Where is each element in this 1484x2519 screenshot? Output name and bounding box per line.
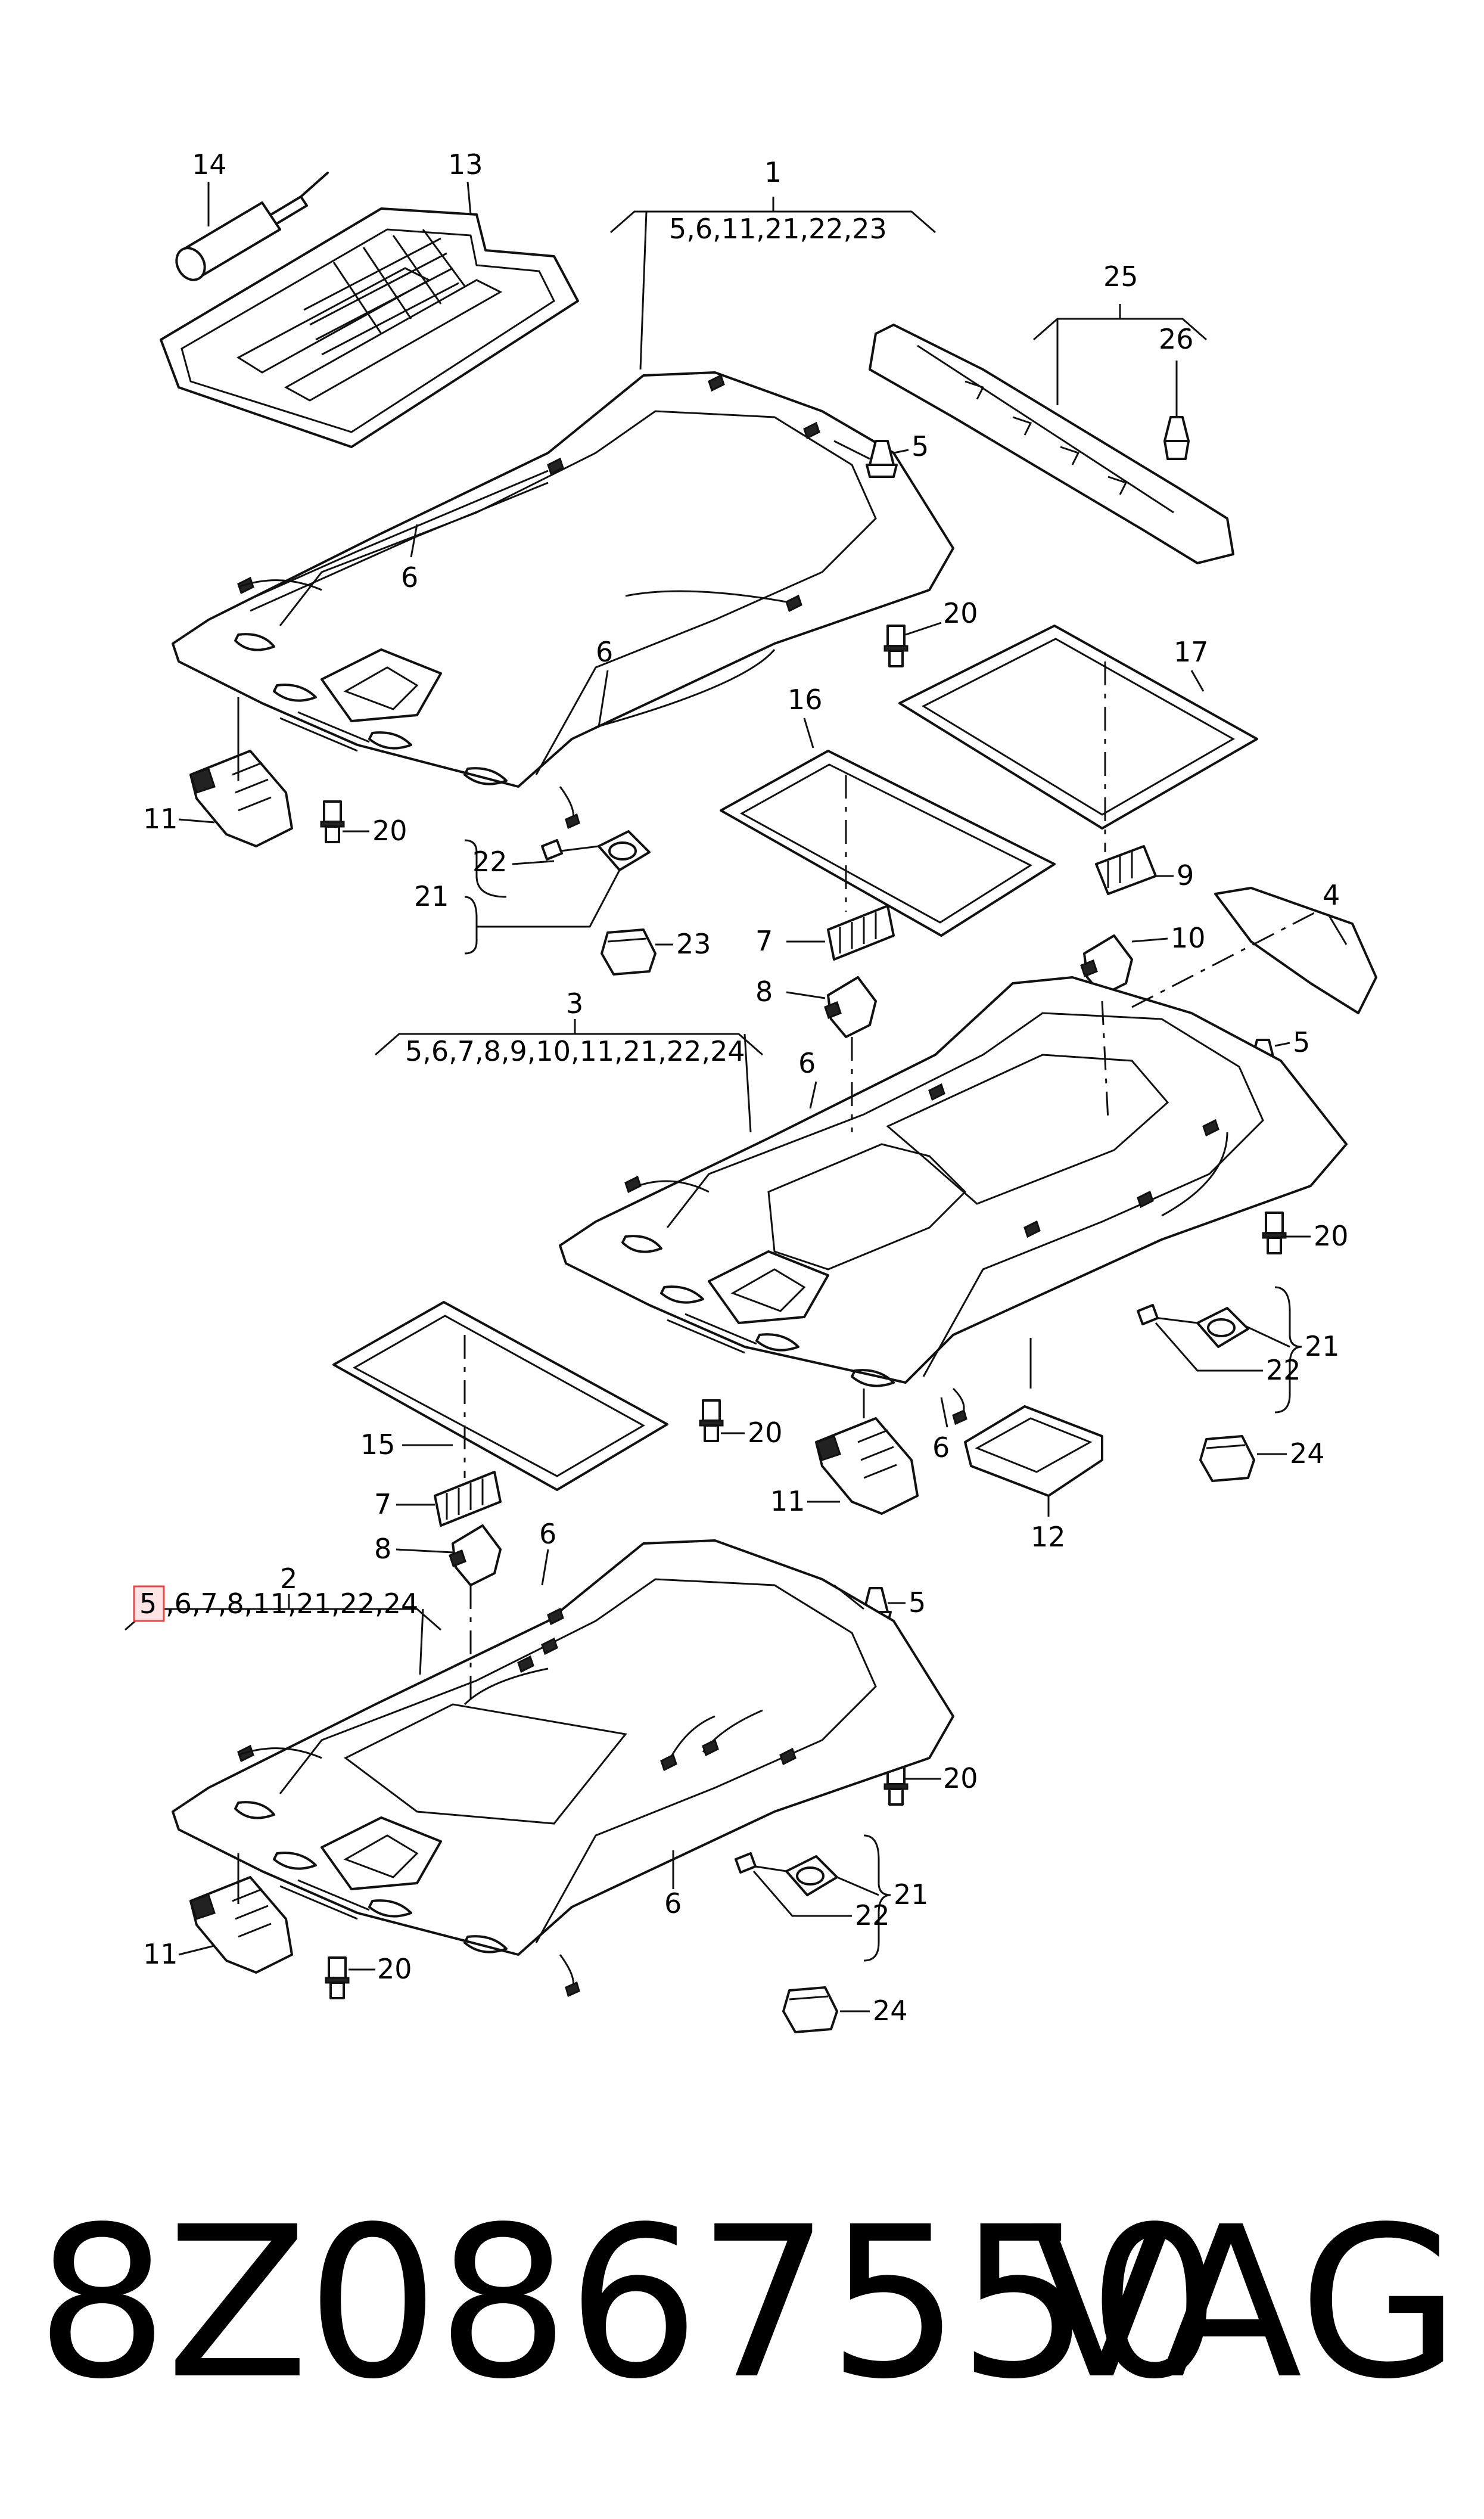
callout-22-bottom: 22 bbox=[855, 1899, 890, 1931]
callout-21-mid: 21 bbox=[1305, 1330, 1340, 1362]
callout-20-mid-b: 20 bbox=[748, 1417, 783, 1449]
callout-2-list-rest: ,6,7,8,11,21,22,24 bbox=[166, 1588, 418, 1620]
callout-20-bottom-b: 20 bbox=[377, 1953, 412, 1985]
part-4-panel bbox=[1214, 887, 1377, 1014]
part-21-22-wiring bbox=[541, 830, 1249, 1896]
callout-11-bottom: 11 bbox=[143, 1938, 178, 1970]
callout-5-bottom: 5 bbox=[909, 1586, 926, 1619]
part-20-screws bbox=[320, 625, 1287, 1999]
callout-14: 14 bbox=[192, 148, 227, 181]
callout-6-top-b: 6 bbox=[596, 636, 613, 668]
callout-13: 13 bbox=[448, 148, 483, 181]
callout-6-bottom-b: 6 bbox=[664, 1887, 682, 1919]
part-number: 8Z0867550 bbox=[36, 2182, 1221, 2425]
exploded-parts-diagram: 14 13 1 5,6,11,21,22,23 25 26 5 6 20 6 1… bbox=[125, 148, 1377, 2033]
callout-20-bottom-a: 20 bbox=[943, 1762, 978, 1794]
part-15-frame bbox=[332, 1301, 668, 1491]
callout-8-top: 8 bbox=[755, 976, 773, 1008]
callout-3-list: 5,6,7,8,9,10,11,21,22,24 bbox=[405, 1035, 745, 1067]
callout-8-bottom: 8 bbox=[374, 1533, 391, 1565]
callout-16: 16 bbox=[788, 684, 823, 716]
part-26-clip bbox=[1163, 416, 1190, 460]
callout-20-top-a: 20 bbox=[943, 597, 978, 629]
callout-7-bottom: 7 bbox=[374, 1488, 391, 1520]
callout-10: 10 bbox=[1171, 922, 1206, 954]
callout-5-top: 5 bbox=[911, 430, 929, 462]
leader-lines bbox=[125, 181, 1348, 2012]
part-11-lamp-units bbox=[189, 750, 919, 1974]
callout-12: 12 bbox=[1031, 1521, 1066, 1553]
callout-2-list-first: 5 bbox=[139, 1588, 157, 1620]
callout-4: 4 bbox=[1323, 879, 1340, 911]
part-12-lamp bbox=[964, 1405, 1103, 1497]
callout-11-mid: 11 bbox=[770, 1485, 805, 1517]
callout-15: 15 bbox=[360, 1428, 396, 1461]
callout-6-top-a: 6 bbox=[401, 561, 418, 594]
part-7-sliders bbox=[434, 905, 895, 1527]
part-23-24-caps bbox=[601, 928, 1255, 2033]
part-3-headliner bbox=[559, 976, 1348, 1425]
callout-24-bottom: 24 bbox=[873, 1995, 908, 2027]
callout-20-top-b: 20 bbox=[372, 815, 407, 847]
callout-22-top: 22 bbox=[472, 846, 508, 878]
part-17-frame bbox=[898, 625, 1258, 830]
callout-22-mid: 22 bbox=[1266, 1354, 1301, 1386]
brand-label: VAG bbox=[1030, 2182, 1460, 2425]
callout-17: 17 bbox=[1174, 636, 1209, 668]
part-8-brackets bbox=[449, 976, 877, 1586]
callout-9: 9 bbox=[1177, 859, 1194, 892]
part-16-seal bbox=[720, 750, 1056, 937]
callout-1-list: 5,6,11,21,22,23 bbox=[669, 213, 887, 245]
callout-21-bottom: 21 bbox=[894, 1878, 929, 1911]
callout-26: 26 bbox=[1159, 323, 1194, 355]
part-1-headliner bbox=[172, 371, 954, 830]
callout-7-top: 7 bbox=[755, 925, 773, 957]
callout-23: 23 bbox=[676, 928, 711, 960]
callout-6-bottom-a: 6 bbox=[539, 1518, 556, 1550]
part-14-adhesive-tube bbox=[175, 172, 329, 281]
callout-6-mid-a: 6 bbox=[798, 1047, 816, 1079]
callout-24-mid: 24 bbox=[1290, 1437, 1325, 1470]
callout-6-mid-b: 6 bbox=[932, 1431, 950, 1464]
callout-labels: 14 13 1 5,6,11,21,22,23 25 26 5 6 20 6 1… bbox=[139, 148, 1349, 2027]
callout-11-top: 11 bbox=[143, 803, 178, 835]
highlight-box bbox=[133, 1585, 165, 1622]
callout-5-mid: 5 bbox=[1293, 1026, 1310, 1058]
part-25-trim-strip bbox=[869, 324, 1234, 564]
part-13-roof-mat bbox=[160, 207, 579, 448]
part-2-headliner bbox=[172, 1539, 954, 1998]
callout-25: 25 bbox=[1103, 260, 1138, 293]
callout-21-top: 21 bbox=[414, 880, 449, 912]
callout-20-mid-a: 20 bbox=[1314, 1220, 1349, 1252]
part-9-10-brackets bbox=[1080, 845, 1157, 996]
callout-1: 1 bbox=[764, 156, 782, 188]
callout-2: 2 bbox=[280, 1563, 297, 1595]
callout-3: 3 bbox=[566, 987, 583, 1020]
